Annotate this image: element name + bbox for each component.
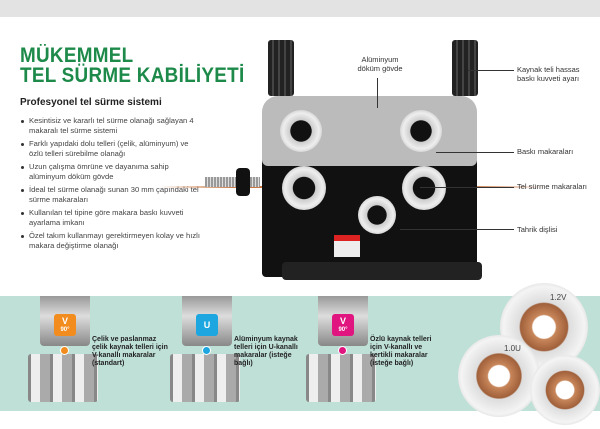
pressure-knob-right[interactable] (452, 40, 478, 96)
feed-roller (282, 166, 326, 210)
feature-list: Kesintisiz ve kararlı tel sürme olanağı … (21, 116, 201, 254)
feature-item: Kesintisiz ve kararlı tel sürme olanağı … (21, 116, 201, 136)
badge-angle: 90° (338, 327, 348, 333)
callout-line (468, 70, 514, 71)
wire-dot (338, 346, 347, 355)
u-groove-badge: U (196, 314, 218, 336)
feature-item: Uzun çalışma ömrüne ve dayanıma sahip al… (21, 162, 201, 182)
feature-item: Özel takım kullanmayı gerektirmeyen kola… (21, 231, 201, 251)
roller-type-v-desc: Çelik ve paslanmaz çelik kaynak telleri … (92, 336, 168, 367)
roller-size-label: 1.0U (504, 344, 521, 353)
wire-dot (202, 346, 211, 355)
callout-line (420, 187, 514, 188)
wire-guide-spring (205, 177, 260, 187)
badge-letter: U (203, 320, 211, 330)
feature-item: İdeal tel sürme olanağı sunan 30 mm çapı… (21, 185, 201, 205)
badge-angle: 90° (60, 327, 70, 333)
callout-line (377, 78, 378, 108)
feature-item: Farklı yapıdaki dolu telleri (çelik, alü… (21, 139, 201, 159)
callout-pressure: Kaynak teli hassas baskı kuvveti ayarı (517, 65, 580, 83)
subheading: Profesyonel tel sürme sistemi (20, 97, 162, 108)
callout-body: Alüminyum döküm gövde (357, 55, 403, 73)
feature-item: Kullanılan tel tipine göre makara baskı … (21, 208, 201, 228)
title-line-2: TEL SÜRME KABİLİYETİ (20, 64, 245, 87)
callout-pressure-rollers: Baskı makaraları (517, 147, 574, 156)
roller-pair (170, 354, 240, 402)
roller-size-label: 1.2V (550, 293, 567, 302)
callout-feed-rollers: Tel sürme makaraları (517, 182, 588, 191)
badge-letter: V (339, 316, 346, 326)
warning-label (334, 235, 360, 257)
roller-pair (28, 354, 98, 402)
spare-roller: 1.0U (458, 335, 540, 417)
roller-type-knurled-desc: Özlü kaynak telleri için V-kanallı ve ke… (370, 336, 432, 367)
callout-line (436, 152, 514, 153)
callout-drive-gear: Tahrik dişlisi (517, 225, 558, 234)
roller-type-u-desc: Alüminyum kaynak telleri için U-kanallı … (234, 336, 298, 367)
roller-type-u: U (170, 296, 240, 406)
spare-roller (530, 355, 600, 425)
drive-gear (358, 196, 396, 234)
top-bar (0, 0, 600, 17)
inlet-guide (236, 168, 250, 196)
feeder-foot (282, 262, 482, 280)
pressure-roller (280, 110, 322, 152)
title-line-1: MÜKEMMEL (20, 44, 134, 67)
badge-letter: V (61, 316, 68, 326)
wire-dot (60, 346, 69, 355)
pressure-roller (400, 110, 442, 152)
callout-line (400, 229, 514, 230)
roller-pair (306, 354, 376, 402)
pressure-knob-left[interactable] (268, 40, 294, 96)
feed-roller (402, 166, 446, 210)
